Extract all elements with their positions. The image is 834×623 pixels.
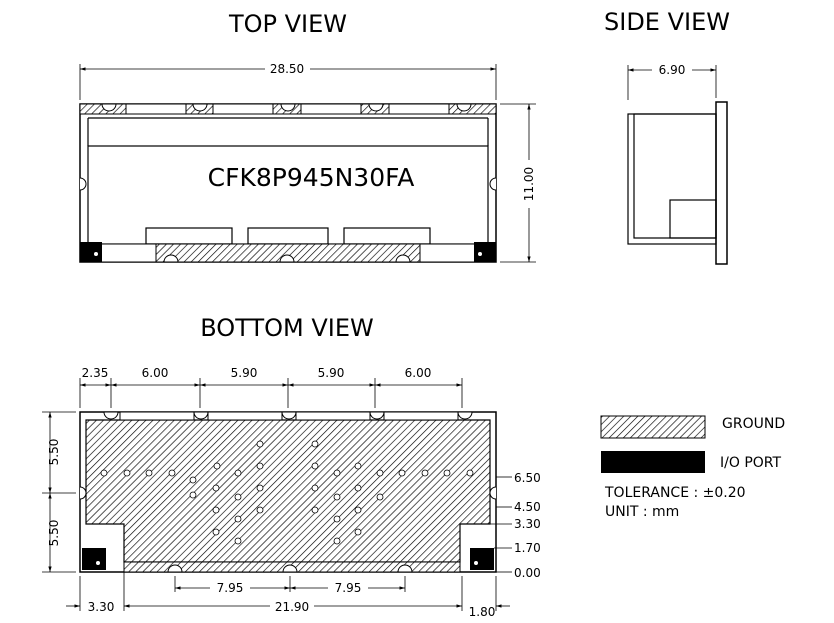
bottom-inner-dim-1: 7.95	[217, 581, 244, 595]
side-view-title: SIDE VIEW	[604, 8, 730, 36]
ground-swatch	[600, 415, 706, 439]
side-view-base	[715, 101, 728, 265]
bottom-top-dim-2: 6.00	[142, 366, 169, 380]
bottom-inner-dim-2: 7.95	[335, 581, 362, 595]
unit-note: UNIT : mm	[605, 504, 679, 520]
bottom-outer-dim-1: 3.30	[88, 600, 115, 614]
bottom-right-dim-2: 4.50	[514, 500, 541, 514]
bottom-right-dim-1: 6.50	[514, 471, 541, 485]
bottom-right-dim-4: 1.70	[514, 541, 541, 555]
bottom-left-dim-2: 5.50	[47, 520, 61, 547]
top-width-dim: 28.50	[270, 62, 304, 76]
legend-io-port: I/O PORT	[720, 455, 781, 471]
bottom-right-dim-5: 0.00	[514, 566, 541, 580]
bottom-view-title: BOTTOM VIEW	[200, 314, 373, 342]
bottom-right-dim-3: 3.30	[514, 517, 541, 531]
io-port-swatch	[601, 451, 705, 473]
top-height-dim: 11.00	[522, 167, 536, 201]
bottom-top-dim-1: 2.35	[82, 366, 109, 380]
side-view: 6.90	[627, 63, 728, 265]
legend-ground: GROUND	[722, 416, 785, 432]
part-number: CFK8P945N30FA	[208, 163, 415, 192]
bottom-top-dim-5: 6.00	[405, 366, 432, 380]
bottom-top-dim-4: 5.90	[318, 366, 345, 380]
legend: GROUND I/O PORT TOLERANCE : ±0.20 UNIT :…	[600, 415, 785, 520]
bottom-left-dim-1: 5.50	[47, 439, 61, 466]
tolerance-note: TOLERANCE : ±0.20	[604, 485, 746, 501]
side-depth-dim: 6.90	[659, 63, 686, 77]
top-view-title: TOP VIEW	[228, 10, 347, 38]
bottom-outer-dim-2: 21.90	[275, 600, 309, 614]
top-view: CFK8P945N30FA 28.50 11.00	[79, 62, 536, 263]
bottom-view: 2.35 6.00 5.90 5.90 6.00 5.50 5.50 6.50 …	[42, 366, 541, 619]
top-view-body	[79, 103, 497, 263]
bottom-outer-dim-3: 1.80	[469, 605, 496, 619]
ground-plane	[85, 419, 491, 563]
bottom-top-dim-3: 5.90	[231, 366, 258, 380]
